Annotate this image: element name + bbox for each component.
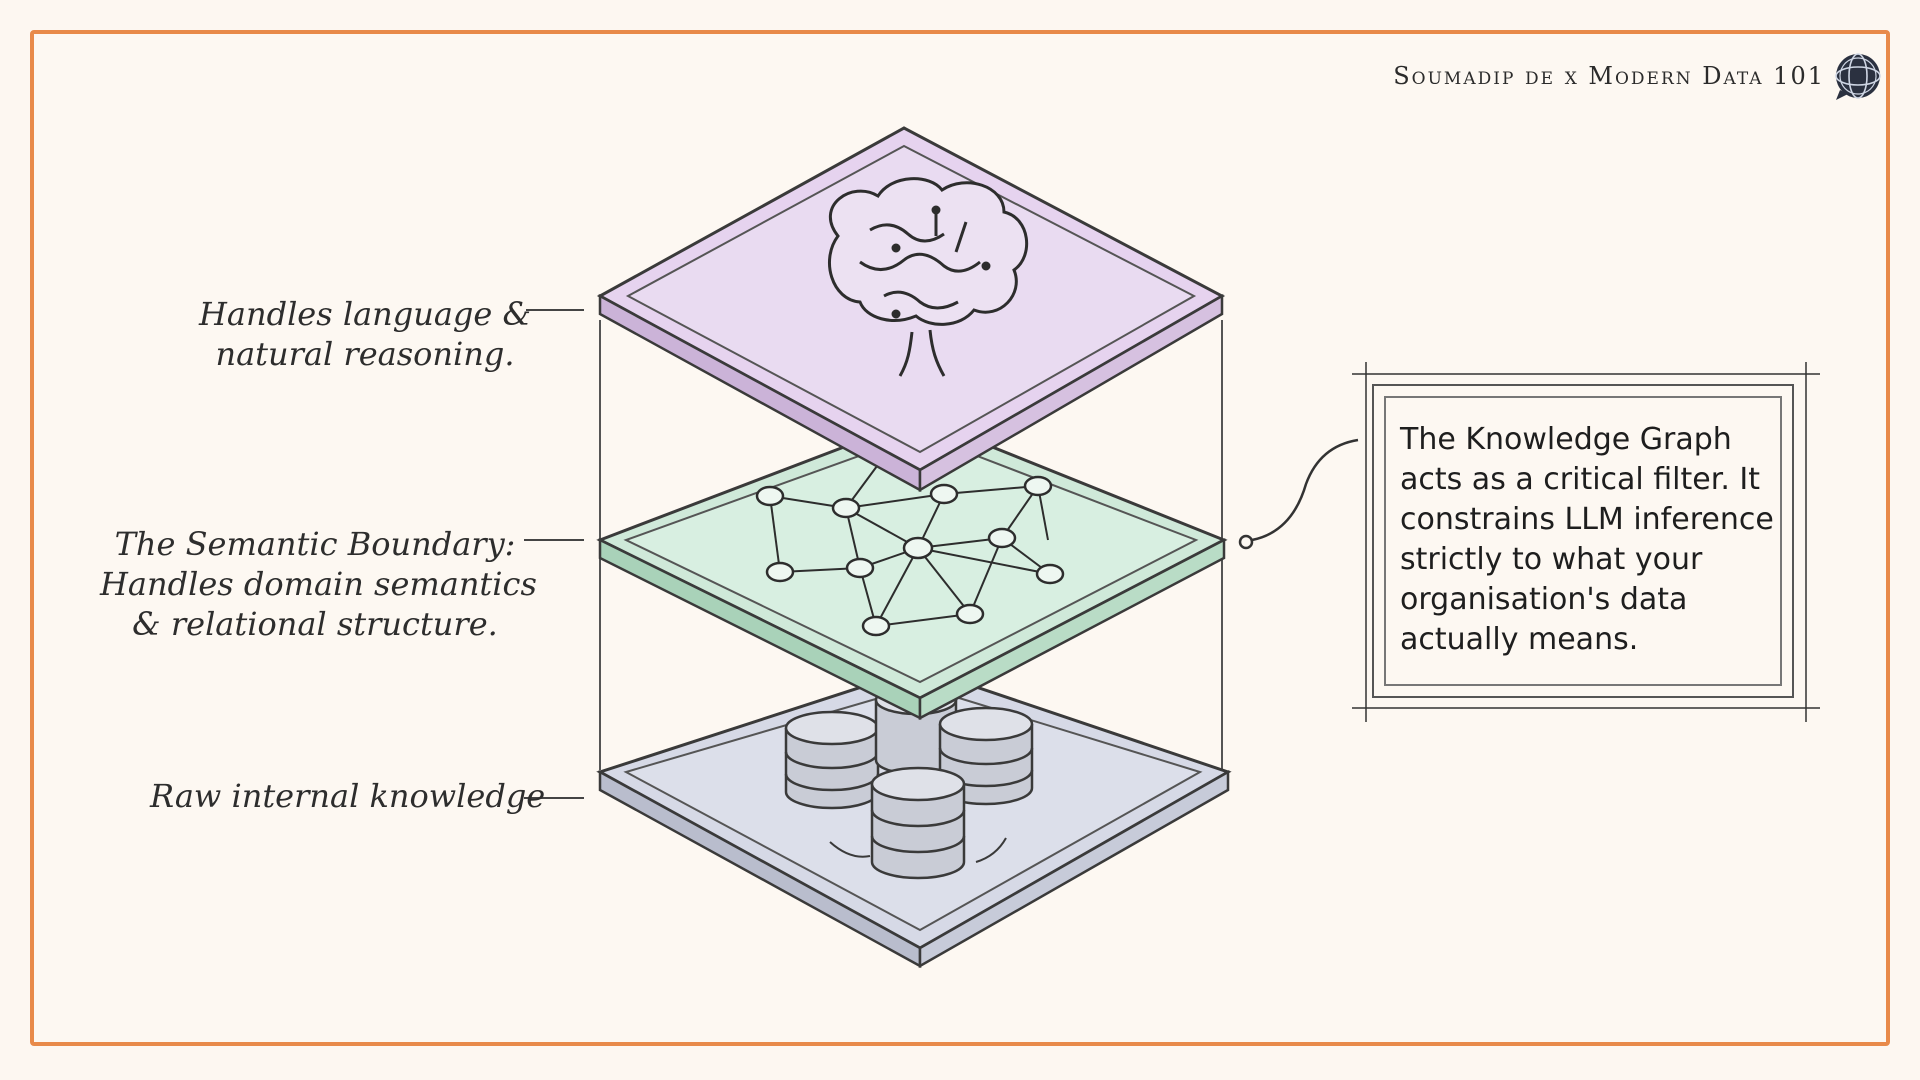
brain-icon (828, 177, 1029, 377)
data-layer-label: Raw internal knowledge (150, 776, 546, 816)
callout-connector (1238, 362, 1820, 722)
globe-chat-logo-icon (1835, 53, 1881, 100)
semantic-label-line2: Handles domain semantics (100, 565, 537, 603)
callout-box: The Knowledge Graph acts as a critical f… (1372, 384, 1794, 698)
semantic-boundary-label: The Semantic Boundary: Handles domain se… (100, 524, 537, 644)
semantic-label-line1: The Semantic Boundary: (114, 525, 516, 563)
callout-inner-border (1384, 396, 1782, 686)
llm-layer-label: Handles language & natural reasoning. (195, 294, 535, 374)
graph-nodes (755, 475, 1065, 637)
callout-text: The Knowledge Graph acts as a critical f… (1400, 422, 1774, 657)
llm-label-line1: Handles language & (198, 295, 531, 333)
leader-lines (524, 309, 584, 799)
database-icon (784, 684, 1034, 880)
llm-label-line2: natural reasoning. (215, 335, 515, 373)
semantic-label-line3: & relational structure. (132, 605, 498, 643)
data-label-line1: Raw internal knowledge (150, 777, 546, 815)
credit-text: Soumadip de x Modern Data 101 (1393, 62, 1825, 90)
